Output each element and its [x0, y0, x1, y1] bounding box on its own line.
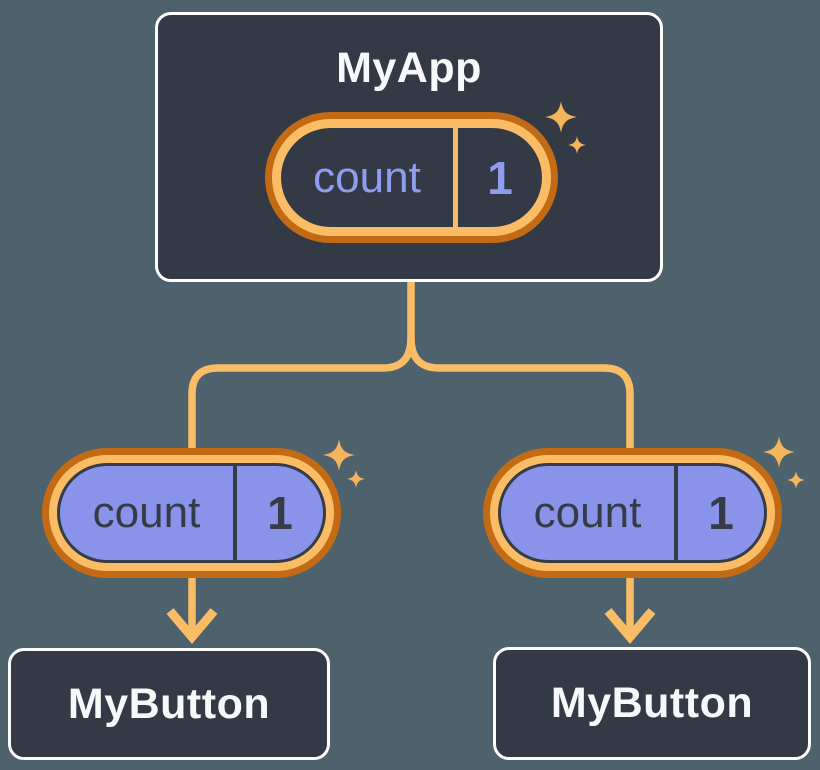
- branch-left-line: [188, 337, 415, 634]
- state-value: 1: [267, 487, 293, 539]
- state-pill-root: count 1: [281, 128, 542, 227]
- branch-right-line: [407, 337, 634, 634]
- pill-divider: [453, 128, 458, 227]
- arrowhead-right-icon: [604, 608, 656, 644]
- node-mybutton-right: MyButton: [493, 647, 811, 760]
- pill-divider: [674, 466, 678, 560]
- arrowhead-left-icon: [166, 608, 218, 644]
- state-pill-right: count 1: [501, 466, 764, 560]
- state-label: count: [92, 488, 201, 537]
- node-mybutton-left-title: MyButton: [67, 679, 271, 728]
- state-label: count: [313, 152, 421, 202]
- state-pill-left: count 1: [60, 466, 323, 560]
- sparkle-icon-left: [323, 439, 365, 488]
- node-mybutton-left: MyButton: [8, 648, 330, 760]
- state-value: 1: [708, 487, 734, 539]
- sparkle-icon-right: [763, 436, 805, 489]
- state-value: 1: [487, 151, 513, 204]
- node-myapp-title: MyApp: [336, 44, 482, 92]
- sparkle-icon-root: [545, 101, 586, 154]
- state-label: count: [533, 488, 642, 537]
- pill-divider: [233, 466, 237, 560]
- node-mybutton-right-title: MyButton: [550, 679, 754, 727]
